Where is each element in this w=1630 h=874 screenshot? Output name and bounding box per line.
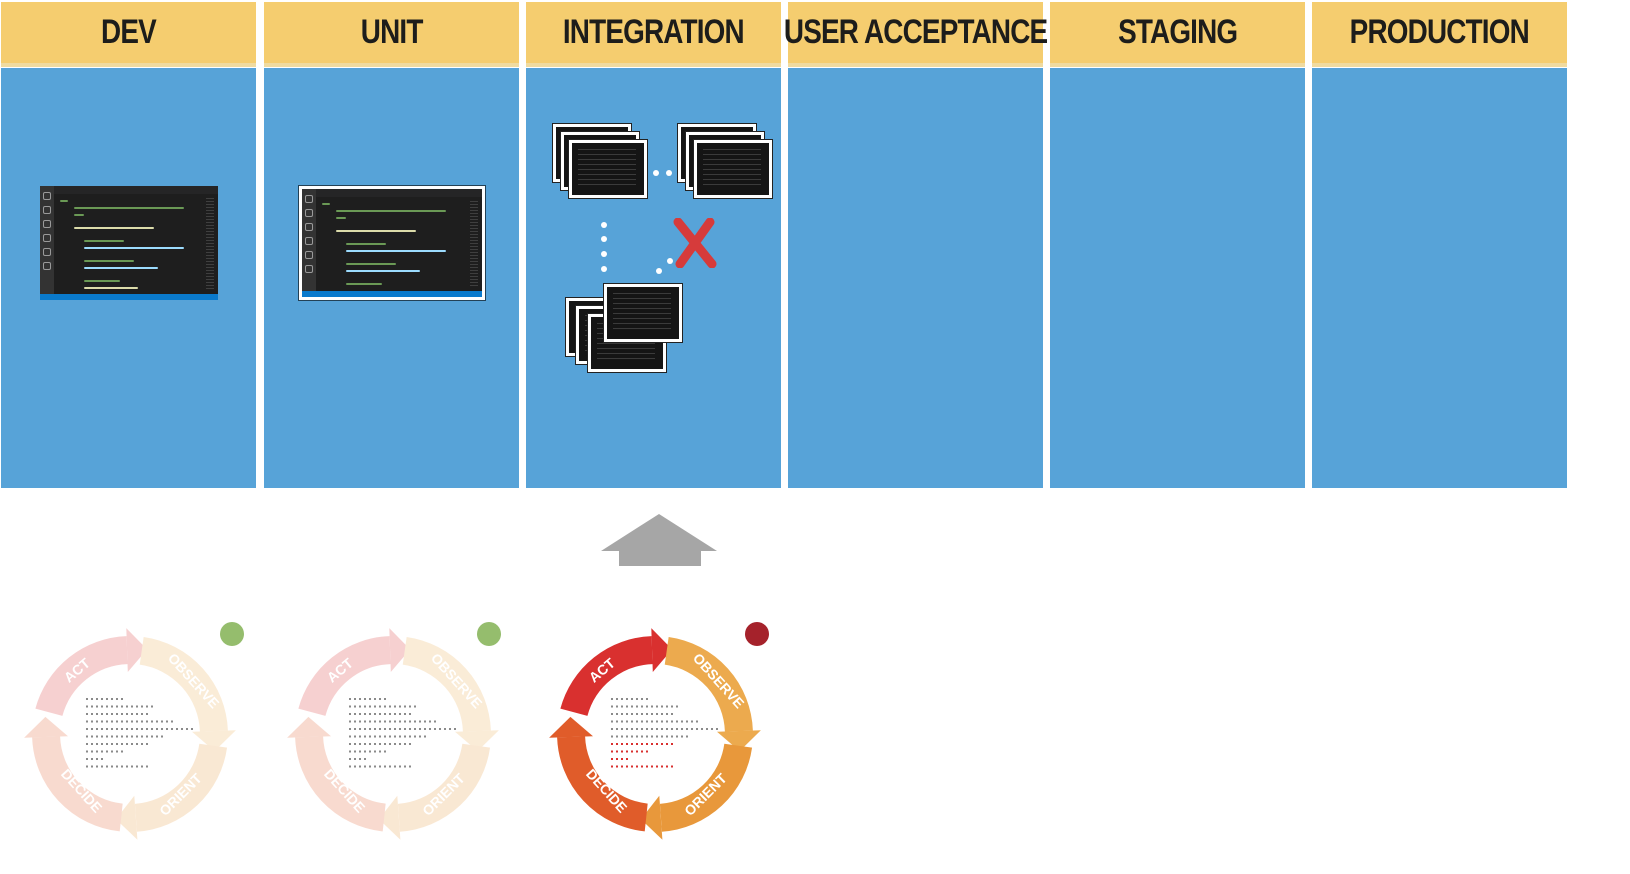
- connector-dot: [601, 222, 607, 228]
- lane-title: STAGING: [1117, 13, 1238, 51]
- ooda-arrowhead-orient: [640, 795, 663, 840]
- promote-arrow-icon: [601, 514, 717, 566]
- lane-header-integration: INTEGRATION: [526, 2, 781, 67]
- lane-uat: USER ACCEPTANCE: [784, 2, 1048, 488]
- lane-production: PRODUCTION: [1312, 2, 1567, 488]
- integration-stack-3: [566, 284, 682, 372]
- connector-dot: [601, 266, 607, 272]
- lane-title: USER ACCEPTANCE: [783, 13, 1048, 51]
- ooda-segment-orient: [134, 743, 228, 832]
- ooda-segment-act: [560, 636, 654, 717]
- lane-header-production: PRODUCTION: [1312, 2, 1567, 67]
- ooda-arrowhead-act: [651, 628, 673, 672]
- ooda-segment-orient: [659, 743, 753, 832]
- ooda-arrowhead-act: [389, 628, 411, 672]
- lane-body-staging: [1050, 68, 1305, 488]
- lane-dev: DEV: [1, 2, 256, 488]
- lane-title: PRODUCTION: [1349, 13, 1530, 51]
- connector-dot: [601, 251, 607, 257]
- ooda-segment-observe: [139, 636, 228, 733]
- ooda-arrowhead-orient: [115, 795, 138, 840]
- ooda-arrowhead-decide: [24, 716, 69, 738]
- lane-staging: STAGING: [1050, 2, 1305, 488]
- ooda-segment-act: [298, 636, 392, 717]
- lane-header-dev: DEV: [1, 2, 256, 67]
- ooda-arrowhead-observe: [717, 730, 761, 752]
- lane-unit: UNIT: [264, 2, 519, 488]
- ooda-segment-observe: [402, 636, 491, 733]
- dev-code-editor-icon: [40, 186, 218, 300]
- connector-dot: [656, 268, 662, 274]
- ooda-arrowhead-act: [126, 628, 148, 672]
- status-dot-icon: [477, 622, 501, 646]
- ooda-arrowhead-decide: [549, 716, 593, 738]
- lane-body-production: [1312, 68, 1567, 488]
- lane-title: UNIT: [360, 13, 424, 51]
- ooda-segment-decide: [32, 735, 124, 832]
- ooda-segment-act: [35, 636, 129, 717]
- integration-stack-2: [678, 124, 778, 206]
- status-dot-icon: [745, 622, 769, 646]
- lane-body-uat: [788, 68, 1043, 488]
- connector-dot: [653, 170, 659, 176]
- ooda-arrowhead-observe: [455, 730, 499, 752]
- lane-header-unit: UNIT: [264, 2, 519, 67]
- integration-stack-1: [553, 124, 653, 206]
- ooda-segment-orient: [397, 743, 491, 832]
- ooda-arrowhead-decide: [287, 716, 331, 738]
- lane-header-uat: USER ACCEPTANCE: [784, 2, 1048, 67]
- lane-title: INTEGRATION: [563, 13, 745, 51]
- lane-integration: INTEGRATION: [526, 2, 781, 488]
- lane-title: DEV: [101, 13, 157, 51]
- connector-dot: [666, 170, 672, 176]
- ooda-segment-decide: [295, 735, 387, 832]
- connector-dot: [667, 258, 673, 264]
- status-dot-icon: [220, 622, 244, 646]
- lane-header-staging: STAGING: [1050, 2, 1305, 67]
- ooda-segment-observe: [664, 636, 753, 733]
- ooda-segment-decide: [557, 735, 649, 832]
- connector-dot: [601, 236, 607, 242]
- ooda-arrowhead-orient: [378, 795, 401, 840]
- error-x-icon: [673, 218, 717, 268]
- ooda-arrowhead-observe: [192, 730, 236, 752]
- unit-code-editor-icon: [302, 189, 482, 297]
